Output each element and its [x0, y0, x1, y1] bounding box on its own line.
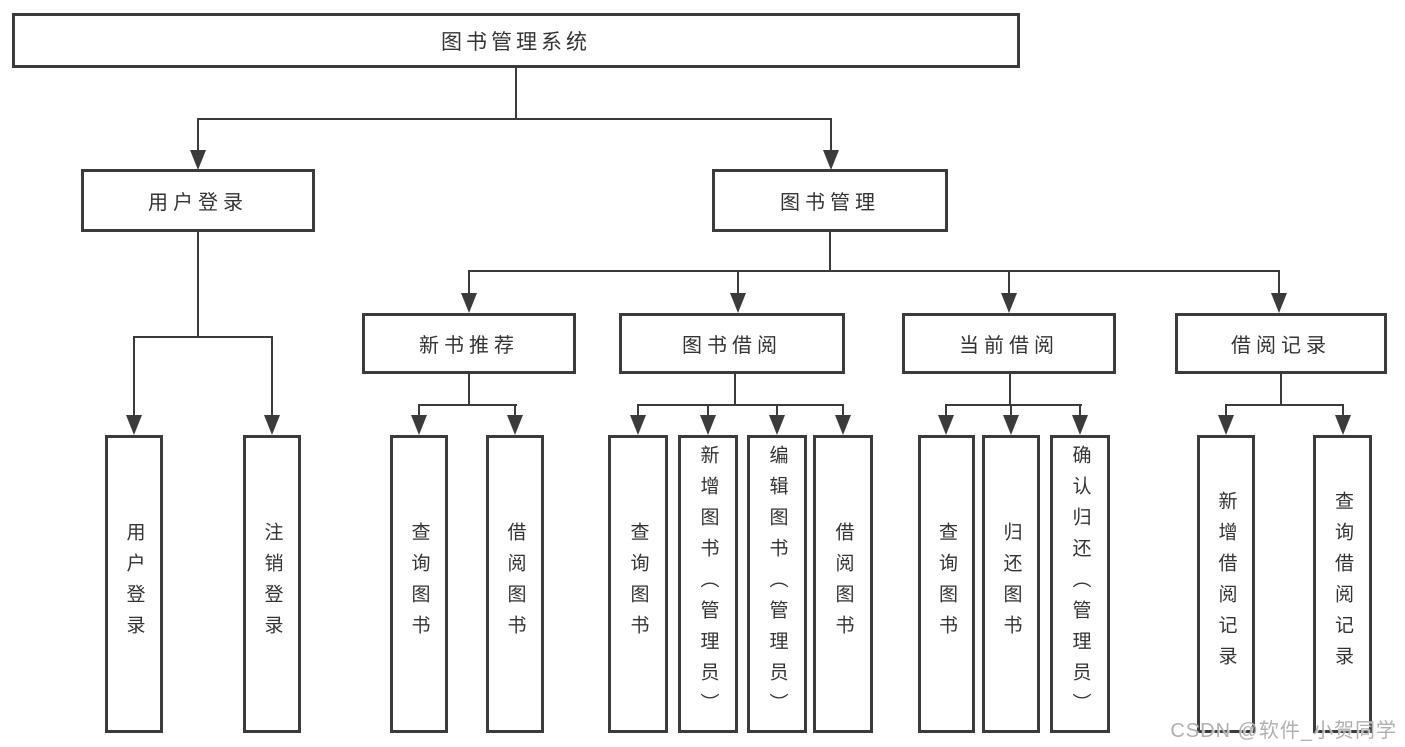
arrow-down-icon [1003, 415, 1019, 435]
connector-line [1278, 270, 1280, 295]
leaf-borrow-books-recommend: 借阅图书 [486, 435, 544, 733]
connector-line [133, 336, 135, 416]
node-label: 新增借阅记录 [1215, 491, 1237, 677]
arrow-down-icon [938, 415, 954, 435]
connector-line [707, 404, 709, 417]
node-label: 归还图书 [1000, 522, 1022, 646]
connector-line [637, 404, 844, 406]
node-new-book-recommendation: 新书推荐 [362, 313, 576, 374]
leaf-borrow-books-borrowing: 借阅图书 [813, 435, 873, 733]
connector-line [133, 336, 273, 338]
leaf-logout: 注销登录 [243, 435, 301, 733]
leaf-query-books-recommend: 查询图书 [390, 435, 448, 733]
arrow-down-icon [1335, 415, 1351, 435]
connector-line [418, 404, 517, 406]
connector-line [1225, 404, 1227, 417]
connector-line [1342, 404, 1344, 417]
arrow-down-icon [1001, 293, 1017, 313]
node-label: 查询图书 [627, 522, 649, 646]
connector-line [830, 118, 832, 152]
connector-line [418, 404, 420, 417]
arrow-down-icon [769, 415, 785, 435]
arrow-down-icon [1072, 415, 1088, 435]
arrow-down-icon [411, 415, 427, 435]
node-label: 图书借阅 [682, 335, 782, 357]
connector-line [514, 404, 516, 417]
node-label: 借阅记录 [1231, 335, 1331, 357]
connector-line [842, 404, 844, 417]
node-label: 借阅图书 [504, 522, 526, 646]
arrow-down-icon [507, 415, 523, 435]
leaf-query-books-current: 查询图书 [918, 435, 975, 733]
connector-line [197, 118, 832, 120]
node-label: 编辑图书（管理员） [766, 444, 788, 724]
node-label: 查询图书 [408, 522, 430, 646]
node-label: 查询借阅记录 [1332, 491, 1353, 677]
arrow-down-icon [835, 415, 851, 435]
connector-line [776, 404, 778, 417]
node-label: 确认归还（管理员） [1069, 444, 1091, 724]
connector-line [945, 404, 1082, 406]
leaf-edit-books-admin: 编辑图书（管理员） [747, 435, 807, 733]
arrow-down-icon [126, 415, 142, 435]
leaf-query-borrow-record: 查询借阅记录 [1313, 435, 1372, 733]
node-borrowing-records: 借阅记录 [1175, 313, 1387, 374]
connector-line [197, 230, 199, 337]
connector-line [1280, 372, 1282, 406]
node-label: 当前借阅 [959, 335, 1059, 357]
leaf-return-books: 归还图书 [982, 435, 1040, 733]
arrow-down-icon [264, 415, 280, 435]
leaf-user-login: 用户登录 [105, 435, 163, 733]
connector-line [1079, 404, 1081, 417]
arrow-down-icon [190, 150, 206, 170]
leaf-add-borrow-record: 新增借阅记录 [1197, 435, 1255, 733]
connector-line [468, 270, 470, 295]
node-book-borrowing: 图书借阅 [619, 313, 845, 374]
node-user-login: 用户登录 [81, 169, 315, 232]
node-label: 新书推荐 [419, 335, 519, 357]
node-label: 查询图书 [936, 522, 957, 646]
arrow-down-icon [823, 150, 839, 170]
arrow-down-icon [461, 293, 477, 313]
arrow-down-icon [700, 415, 716, 435]
connector-line [515, 68, 517, 119]
node-label: 用户登录 [123, 522, 145, 646]
node-current-borrowing: 当前借阅 [902, 313, 1116, 374]
connector-line [1010, 404, 1012, 417]
arrow-down-icon [1218, 415, 1234, 435]
connector-line [271, 336, 273, 416]
connector-line [829, 230, 831, 272]
node-label: 借阅图书 [832, 522, 854, 646]
arrow-down-icon [730, 293, 746, 313]
connector-line [945, 404, 947, 417]
connector-line [1225, 404, 1344, 406]
node-book-management: 图书管理 [712, 169, 948, 232]
connector-line [1008, 270, 1010, 295]
leaf-confirm-return-admin: 确认归还（管理员） [1050, 435, 1110, 733]
connector-line [737, 270, 739, 295]
connector-line [197, 118, 199, 152]
connector-line [1009, 372, 1011, 406]
leaf-add-books-admin: 新增图书（管理员） [678, 435, 738, 733]
leaf-query-books-borrowing: 查询图书 [608, 435, 668, 733]
connector-line [734, 372, 736, 406]
csdn-watermark: CSDN @软件_小贺同学 [1170, 720, 1397, 742]
node-label: 用户登录 [148, 192, 248, 214]
arrow-down-icon [1271, 293, 1287, 313]
node-label: 图书管理系统 [441, 30, 591, 54]
node-label: 新增图书（管理员） [697, 444, 719, 724]
connector-line [468, 270, 1280, 272]
connector-line [468, 372, 470, 406]
connector-line [637, 404, 639, 417]
node-book-management-system: 图书管理系统 [12, 13, 1020, 68]
node-label: 注销登录 [261, 522, 283, 646]
node-label: 图书管理 [780, 192, 880, 214]
arrow-down-icon [630, 415, 646, 435]
